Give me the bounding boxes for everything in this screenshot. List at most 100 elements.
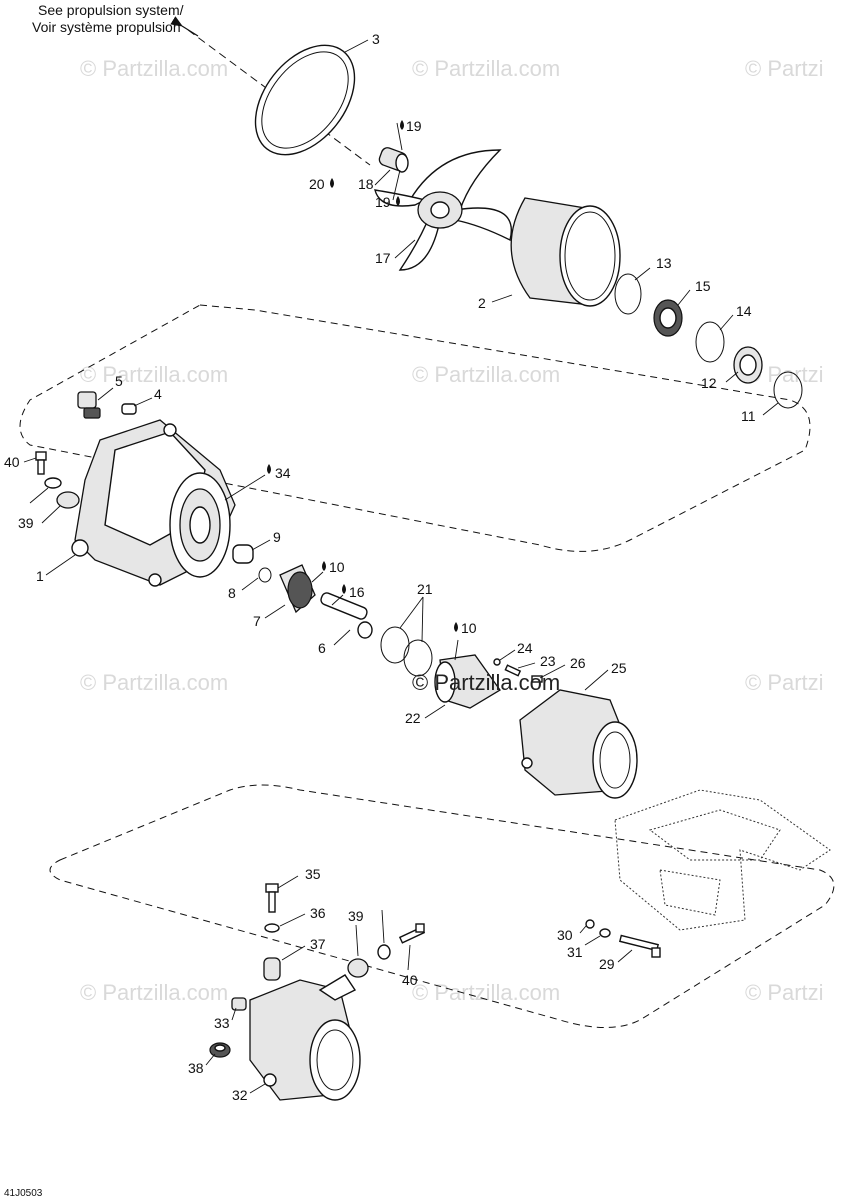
callout-30[interactable]: 30	[557, 927, 573, 943]
lube-drop-icon	[396, 196, 400, 206]
part-38-bushing-left[interactable]	[56, 491, 80, 509]
part-2-wear-ring[interactable]	[510, 197, 621, 307]
callout-24[interactable]: 24	[517, 640, 533, 656]
lube-drop-icon	[267, 464, 271, 474]
callout-26[interactable]: 26	[570, 655, 586, 671]
callout-7[interactable]: 7	[253, 613, 261, 629]
callout-12[interactable]: 12	[701, 375, 717, 391]
callout-17[interactable]: 17	[375, 250, 391, 266]
callout-32[interactable]: 32	[232, 1087, 248, 1103]
lube-drop-icon	[322, 561, 326, 571]
callout-39[interactable]: 40	[4, 454, 20, 470]
part-22-cone[interactable]	[434, 654, 501, 709]
callout-10[interactable]: 10	[329, 559, 345, 575]
part-21-o-rings[interactable]	[380, 626, 433, 677]
callout-20[interactable]: 20	[309, 176, 325, 192]
callout-31[interactable]: 31	[567, 944, 583, 960]
center-watermark: © Partzilla.com	[412, 670, 560, 695]
callout-19[interactable]: 19	[406, 118, 422, 134]
watermark: © Partzilla.com	[80, 670, 228, 695]
callout-3[interactable]: 3	[372, 31, 380, 47]
lube-drop-icon	[454, 622, 458, 632]
propulsion-reference-line2: Voir système propulsion	[32, 19, 181, 35]
callout-19[interactable]: 19	[375, 194, 391, 210]
callout-36[interactable]: 36	[310, 905, 326, 921]
part-9-sleeve[interactable]	[232, 544, 254, 564]
callout-14[interactable]: 14	[736, 303, 752, 319]
part-29-bolt[interactable]	[618, 934, 661, 958]
part-38-bushing-right[interactable]	[347, 958, 369, 978]
leader-lines	[23, 39, 779, 1094]
propulsion-reference[interactable]: See propulsion system/ Voir système prop…	[32, 2, 371, 166]
part-4-plug[interactable]	[121, 403, 137, 415]
part-40-washer-right[interactable]	[377, 944, 391, 960]
callout-33[interactable]: 33	[214, 1015, 230, 1031]
callout-34[interactable]: 38	[188, 1060, 204, 1076]
callout-18[interactable]: 18	[358, 176, 374, 192]
part-31-washer[interactable]	[599, 928, 611, 938]
part-8-o-ring[interactable]	[258, 567, 272, 583]
callout-16[interactable]: 16	[349, 584, 365, 600]
lube-drop-icon	[342, 584, 346, 594]
part-26-screw[interactable]	[531, 675, 543, 683]
part-23-screw[interactable]	[504, 664, 522, 677]
part-7-bearing[interactable]	[279, 564, 316, 614]
callout-9[interactable]: 9	[273, 529, 281, 545]
callout-38[interactable]: 39	[18, 515, 34, 531]
watermark: © Partzilla.com	[412, 56, 560, 81]
part-15-seal[interactable]	[653, 299, 683, 337]
part-17-impeller[interactable]	[374, 149, 512, 271]
part-30-washer[interactable]	[585, 919, 595, 929]
callout-11[interactable]: 11	[741, 408, 756, 424]
callout-38[interactable]: 39	[348, 908, 364, 924]
part-5-nut[interactable]	[77, 391, 101, 419]
callout-13[interactable]: 13	[656, 255, 672, 271]
part-18-bushing[interactable]	[378, 146, 409, 173]
watermark: © Partzilla.com	[80, 980, 228, 1005]
callout-39[interactable]: 40	[402, 972, 418, 988]
part-11-o-ring[interactable]	[773, 371, 803, 409]
part-12-bearing[interactable]	[733, 346, 763, 384]
axis-line	[187, 29, 371, 166]
part-36-washer[interactable]	[264, 923, 280, 933]
part-14-spacer[interactable]	[695, 321, 725, 363]
part-24-washer[interactable]	[493, 658, 501, 666]
callout-1[interactable]: 1	[36, 568, 44, 584]
callout-29[interactable]: 29	[599, 956, 615, 972]
diagram-code: 41J0503	[4, 1188, 43, 1199]
callout-37[interactable]: 37	[310, 936, 326, 952]
callout-35[interactable]: 35	[305, 866, 321, 882]
watermark: © Partzilla.com	[80, 362, 228, 387]
callout-27-28[interactable]: 34	[275, 465, 291, 481]
part-40-washer-left[interactable]	[44, 477, 62, 489]
part-13-circlip[interactable]	[614, 273, 642, 315]
steering-mount-reference	[614, 789, 831, 931]
part-35-bolt[interactable]	[265, 883, 279, 913]
part-25-venturi[interactable]	[519, 689, 638, 799]
callout-2[interactable]: 2	[478, 295, 486, 311]
part-34-nut[interactable]	[209, 1042, 231, 1058]
part-37-bushing[interactable]	[263, 957, 281, 981]
callout-6[interactable]: 6	[318, 640, 326, 656]
part-6-shaft[interactable]	[319, 591, 373, 639]
part-39-bolt-right[interactable]	[398, 923, 426, 944]
callout-4[interactable]: 4	[154, 386, 162, 402]
watermark: © Partzilla.com	[80, 56, 228, 81]
callout-22[interactable]: 22	[405, 710, 421, 726]
callout-21[interactable]: 21	[417, 581, 433, 597]
part-39-bolt-left[interactable]	[35, 451, 47, 475]
part-33-bushing[interactable]	[231, 997, 247, 1011]
watermark: © Partzilla.com	[412, 362, 560, 387]
part-3-ring[interactable]	[235, 27, 374, 174]
callout-8[interactable]: 8	[228, 585, 236, 601]
callout-10[interactable]: 10	[461, 620, 477, 636]
lube-icons	[267, 120, 458, 632]
propulsion-reference-line1: See propulsion system/	[38, 2, 184, 18]
callout-15[interactable]: 15	[695, 278, 711, 294]
callout-5[interactable]: 5	[115, 373, 123, 389]
part-32-steering-nozzle[interactable]	[249, 974, 361, 1101]
part-1-pump-housing[interactable]	[71, 419, 236, 587]
callout-23[interactable]: 23	[540, 653, 556, 669]
callout-25[interactable]: 25	[611, 660, 627, 676]
